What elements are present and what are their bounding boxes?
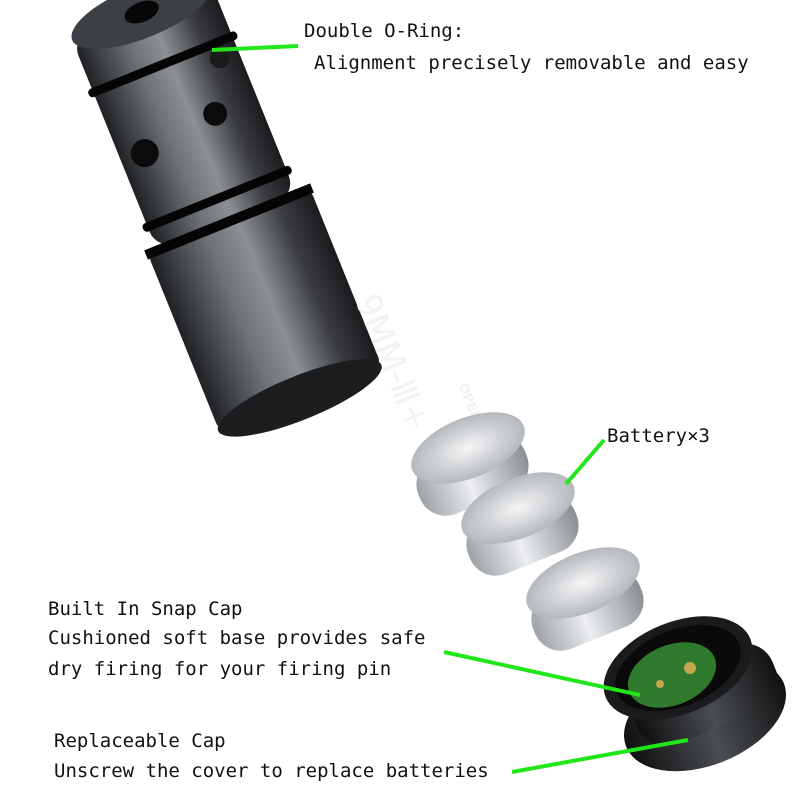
snap-cap-pcb bbox=[627, 642, 717, 708]
replaceable-cap-description: Unscrew the cover to replace batteries bbox=[54, 760, 489, 782]
snap-cap-title: Built In Snap Cap bbox=[48, 598, 243, 620]
snap-cap-line-1: Cushioned soft base provides safe bbox=[48, 627, 426, 649]
leader-replaceable-cap bbox=[511, 738, 689, 774]
battery-3 bbox=[526, 547, 644, 651]
o-ring-2 bbox=[142, 165, 292, 232]
battery-1 bbox=[411, 412, 529, 516]
replaceable-cap-title: Replaceable Cap bbox=[54, 730, 226, 752]
leader-lines bbox=[211, 44, 689, 774]
end-cap bbox=[603, 616, 787, 772]
adjust-hole-3 bbox=[209, 48, 230, 69]
oring-title: Double O-Ring: bbox=[304, 20, 465, 42]
battery-label: Battery×3 bbox=[607, 425, 710, 447]
laser-body bbox=[71, 0, 382, 437]
oring-description: Alignment precisely removable and easy bbox=[314, 52, 749, 74]
battery-2 bbox=[461, 472, 579, 576]
leader-snap-cap bbox=[443, 650, 641, 697]
leader-battery bbox=[564, 438, 606, 486]
laser-aperture bbox=[124, 0, 159, 24]
adjust-hole-1 bbox=[130, 139, 159, 168]
adjust-hole-2 bbox=[203, 101, 228, 126]
snap-cap-line-2: dry firing for your firing pin bbox=[48, 658, 392, 680]
leader-oring bbox=[211, 44, 299, 52]
o-ring-1 bbox=[88, 31, 238, 98]
